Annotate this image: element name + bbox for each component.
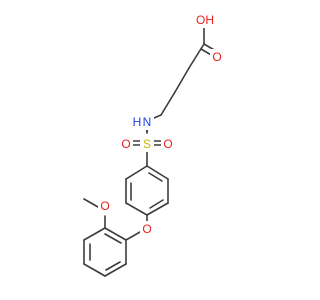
methoxy-o-label: O	[100, 199, 109, 213]
bond-ring1-inner-1	[148, 172, 163, 182]
bond-c3-c4	[160, 91, 176, 116]
sulfonyl-s-label: S	[143, 137, 151, 151]
bond-ring1-inner-2	[149, 199, 164, 209]
bond-ring1-d	[125, 202, 148, 216]
molecule-diagram: OH O N H S O O O O	[83, 12, 224, 277]
bond-ring2-d	[83, 263, 106, 277]
bond-ring2-b	[83, 227, 106, 241]
carboxyl-o-label: O	[212, 50, 221, 64]
atom-labels: OH O N H S O O O O	[98, 12, 224, 237]
bonds	[83, 27, 217, 277]
bond-ring1-f	[125, 165, 148, 180]
bond-c2-c3	[174, 67, 190, 93]
bond-ring1-c	[146, 202, 169, 216]
bond-c1-c2	[188, 43, 205, 69]
bond-ring2-a	[104, 227, 127, 241]
carboxyl-oh-label: OH	[196, 13, 214, 27]
bond-ring1-a	[146, 165, 169, 180]
amide-h-label: H	[133, 115, 142, 129]
bond-ring2-e	[104, 263, 127, 277]
ether-o-label: O	[142, 222, 151, 236]
bond-ether-o-ring2	[125, 231, 141, 241]
sulfonyl-o-right-label: O	[163, 137, 172, 151]
bond-methoxy-o-ch3	[83, 198, 99, 208]
bond-ring2-inner-1	[104, 233, 122, 244]
bond-ring2-inner-3	[105, 261, 121, 271]
sulfonyl-o-left-label: O	[121, 137, 130, 151]
amide-n-label: N	[143, 115, 152, 129]
